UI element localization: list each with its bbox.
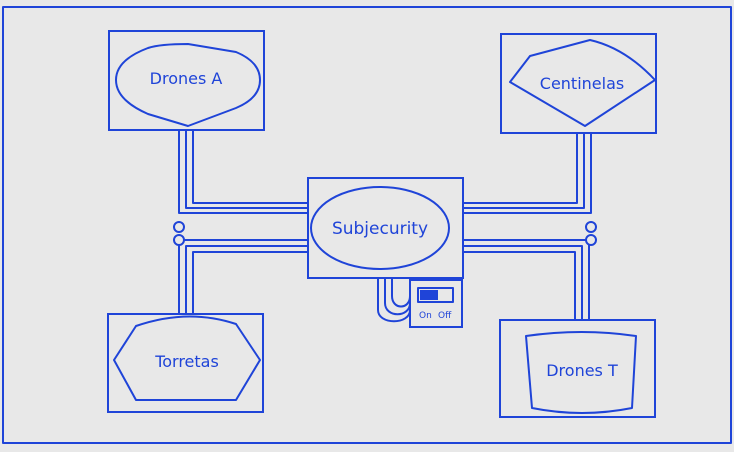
node-centinelas-box[interactable] xyxy=(500,33,657,134)
on-off-switch[interactable]: On Off xyxy=(409,279,463,328)
switch-knob[interactable] xyxy=(420,290,438,300)
switch-off-label: Off xyxy=(438,311,452,321)
cable-bundle-drones-t xyxy=(462,239,590,321)
switch-track xyxy=(417,287,454,303)
node-torretas-shape xyxy=(113,315,261,401)
node-centinelas-label: Centinelas xyxy=(540,74,624,93)
node-torretas-label: Torretas xyxy=(154,352,219,371)
node-drones-t-shape xyxy=(525,331,637,414)
hub-ellipse xyxy=(310,186,450,270)
cable-bundle-drones-a xyxy=(178,129,309,214)
node-drones-t-label: Drones T xyxy=(546,361,618,380)
node-drones-a-box[interactable] xyxy=(108,30,265,131)
cable-crossing-hops xyxy=(173,221,597,246)
hub-label: Subjecurity xyxy=(332,219,428,239)
node-drones-a-shape xyxy=(115,43,261,127)
cable-bundle-torretas xyxy=(178,239,309,315)
node-drones-t-box[interactable] xyxy=(499,319,656,418)
outer-frame xyxy=(2,6,732,444)
switch-cable xyxy=(377,277,411,323)
node-centinelas-shape xyxy=(509,39,656,127)
hub-box xyxy=(307,177,464,279)
switch-on-label: On xyxy=(419,311,432,321)
node-drones-a-label: Drones A xyxy=(150,69,223,88)
cable-bundle-centinelas xyxy=(462,132,592,214)
